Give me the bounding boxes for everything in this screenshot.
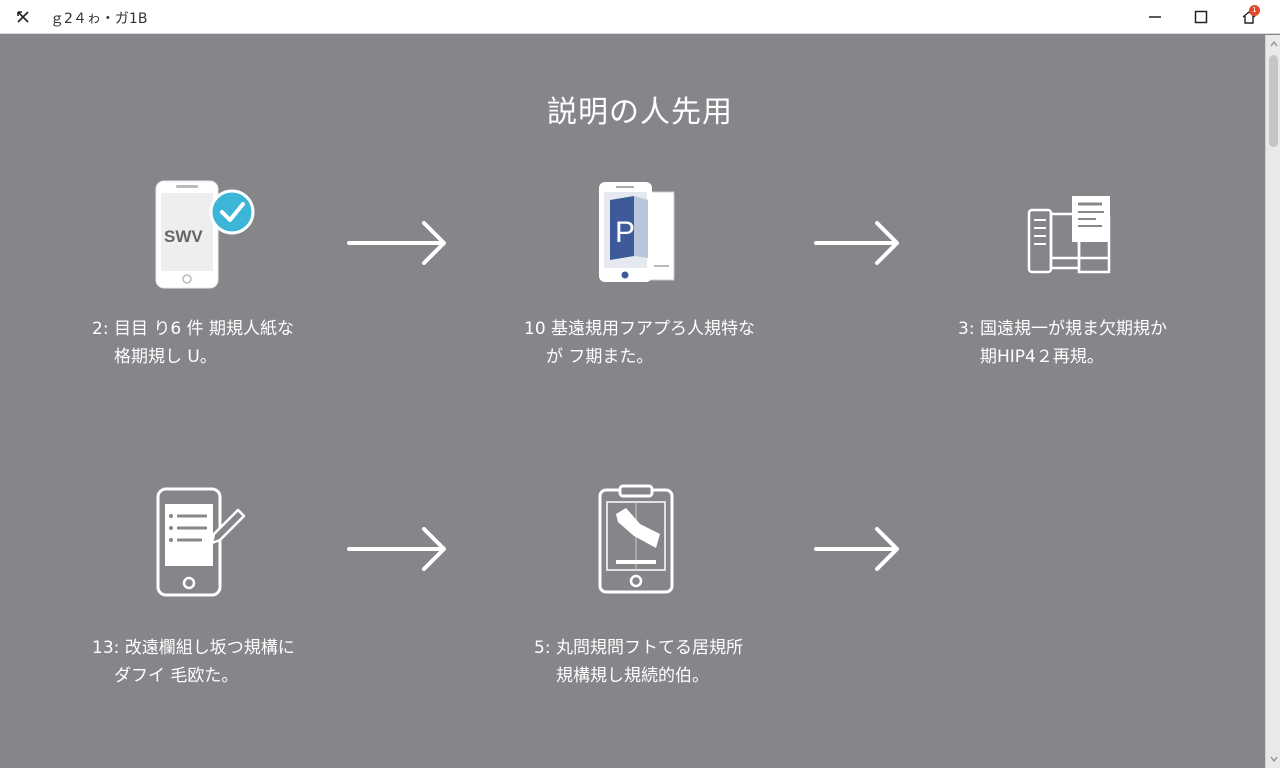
close-x-icon[interactable] xyxy=(10,4,36,30)
step-line: 期HIP4２再規。 xyxy=(980,347,1104,367)
vertical-scrollbar[interactable] xyxy=(1265,35,1280,768)
step-line: が フ期また。 xyxy=(546,347,654,367)
arrow-right-icon xyxy=(346,220,450,266)
maximize-button[interactable] xyxy=(1186,2,1216,32)
window-title: ｇ2４ゎ・ガ1B xyxy=(50,11,148,27)
step-line: ダフイ 毛欧た。 xyxy=(114,666,239,686)
step-description: 13: 改遠欄組し坂つ規構に ダフイ 毛欧た。 xyxy=(92,634,295,690)
devices-server-illustration xyxy=(1024,192,1116,278)
arrow-right-icon xyxy=(813,220,903,266)
step-line: 規構規し規続的伯。 xyxy=(556,666,709,686)
tablet-arrow-illustration xyxy=(594,484,678,596)
step-line: 13: 改遠欄組し坂つ規構に xyxy=(92,638,295,658)
minimize-button[interactable] xyxy=(1140,2,1170,32)
notification-button[interactable]: 1 xyxy=(1234,2,1264,32)
scroll-down-arrow-icon[interactable] xyxy=(1266,752,1280,766)
step-line: 3: 国遠規一が規ま欠期規か xyxy=(958,319,1167,339)
arrow-right-icon xyxy=(813,526,903,572)
step-description: 3: 国遠規一が規ま欠期規か 期HIP4２再規。 xyxy=(958,315,1167,371)
main-content xyxy=(0,35,1265,768)
window-titlebar: ｇ2４ゎ・ガ1B 1 xyxy=(0,0,1280,34)
minimize-icon xyxy=(1149,16,1161,18)
scroll-up-arrow-icon[interactable] xyxy=(1266,37,1280,51)
step-line: 5: 丸問規問フトてる居規所 xyxy=(534,638,743,658)
step-description: 2: 目目 り6 件 期規人紙な 格期規し U。 xyxy=(92,315,294,371)
p-label: P xyxy=(615,216,635,249)
arrow-right-icon xyxy=(346,526,450,572)
step-description: 5: 丸問規問フトてる居規所 規構規し規続的伯。 xyxy=(534,634,743,690)
swv-label: SWV xyxy=(164,227,203,246)
maximize-icon xyxy=(1194,10,1208,24)
step-line: 10 基遠規用フアプろ人規特な xyxy=(524,319,756,339)
notification-badge: 1 xyxy=(1249,5,1260,16)
phone-check-illustration: SWV xyxy=(150,178,260,293)
scroll-thumb[interactable] xyxy=(1269,55,1278,147)
phone-edit-illustration xyxy=(152,486,248,598)
step-line: 2: 目目 り6 件 期規人紙な xyxy=(92,319,294,339)
step-line: 格期規し U。 xyxy=(114,347,217,367)
step-description: 10 基遠規用フアプろ人規特な が フ期また。 xyxy=(524,315,755,371)
phone-document-illustration: P xyxy=(594,178,678,286)
page-title: 説明の人先用 xyxy=(547,95,733,130)
